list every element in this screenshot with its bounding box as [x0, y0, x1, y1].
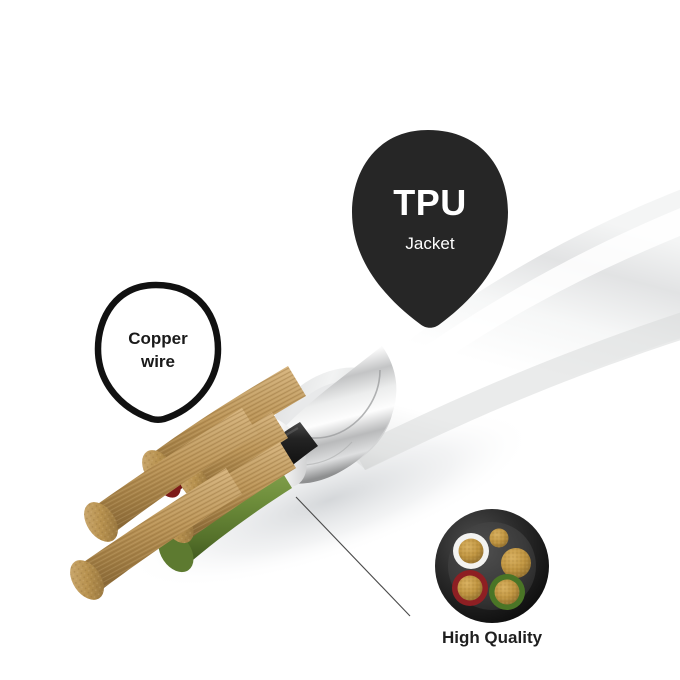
- tpu-pin-subtitle: Jacket: [405, 234, 454, 253]
- copper-pin-shape: [94, 281, 222, 423]
- callout-copper-wire[interactable]: Copper wire: [94, 281, 222, 423]
- xs-conductor-green: [489, 574, 525, 610]
- leader-line: [295, 496, 411, 617]
- high-quality-label: High Quality: [442, 628, 543, 647]
- copper-pin-line1: Copper: [128, 329, 188, 348]
- tpu-pin-shape: [352, 130, 508, 328]
- tpu-pin-title: TPU: [393, 182, 467, 223]
- copper-pin-line2: wire: [140, 352, 175, 371]
- xs-conductor-bare-top: [489, 528, 509, 548]
- xs-conductor-bare-right: [501, 548, 531, 578]
- jacket-highlight: [352, 208, 680, 414]
- xs-conductor-white: [453, 533, 489, 569]
- xs-conductor-red: [452, 570, 488, 606]
- copper-conductor-5: [70, 468, 242, 600]
- jacket-lower-shade: [345, 312, 680, 470]
- copper-conductor-3: [84, 408, 258, 542]
- cable-shadow: [125, 411, 535, 589]
- callout-tpu-jacket[interactable]: TPU Jacket: [352, 130, 508, 328]
